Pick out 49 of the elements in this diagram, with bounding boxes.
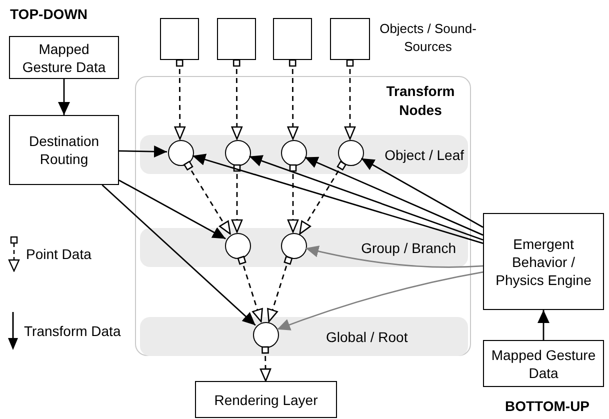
transform-data-arrow — [102, 184, 256, 326]
transform-data-arrow — [304, 156, 484, 236]
process-box — [9, 115, 119, 185]
section-heading: Object / Leaf — [384, 146, 464, 165]
annotation-text: BOTTOM-UP — [505, 397, 590, 416]
transform-data-arrow — [276, 271, 484, 330]
container-panel — [135, 76, 471, 356]
point-data-arrow — [299, 160, 346, 235]
process-box — [483, 213, 604, 310]
process-box — [9, 36, 119, 79]
layer-band — [140, 135, 468, 174]
process-box — [160, 18, 199, 60]
transform-data-arrow — [249, 155, 484, 241]
section-heading: Group / Branch — [361, 239, 456, 258]
layer-band — [140, 228, 468, 267]
legend-text: Point Data — [26, 244, 92, 264]
process-box — [483, 340, 604, 387]
section-heading: Global / Root — [326, 328, 408, 347]
layer-band — [140, 317, 468, 356]
box-label: Destination Routing — [28, 132, 100, 168]
point-data-arrow — [287, 164, 299, 233]
transform-data-arrow — [58, 79, 70, 115]
transform-data-arrow — [305, 245, 484, 268]
transform-data-arrow — [360, 158, 484, 228]
annotation-text: TOP-DOWN — [10, 5, 88, 24]
point-data-arrow — [260, 346, 272, 382]
box-label: Rendering Layer — [213, 390, 319, 408]
point-data-arrow — [184, 160, 231, 235]
point-data-arrow — [267, 256, 293, 322]
point-data-arrow — [237, 256, 263, 322]
legend-text: Transform Data — [24, 322, 121, 340]
process-box — [273, 18, 312, 60]
process-box — [217, 18, 256, 60]
point-data-arrow — [287, 59, 299, 140]
transform-data-arrow — [118, 180, 226, 240]
point-data-arrow — [174, 59, 186, 140]
box-label: Emergent Behavior / Physics Engine — [494, 234, 592, 288]
annotation-text: Objects / Sound-Sources — [378, 20, 478, 56]
section-heading: Transform Nodes — [385, 82, 456, 120]
transform-data-arrow — [118, 146, 168, 158]
transform-data-arrow — [538, 310, 550, 340]
process-box — [195, 381, 337, 418]
box-label: Mapped Gesture Data — [21, 40, 107, 76]
point-data-arrow — [231, 164, 243, 233]
box-label: Mapped Gesture Data — [490, 346, 597, 382]
point-data-arrow — [344, 59, 356, 140]
point-data-arrow — [231, 59, 243, 140]
process-box — [330, 18, 370, 60]
transform-data-arrow — [192, 154, 484, 244]
